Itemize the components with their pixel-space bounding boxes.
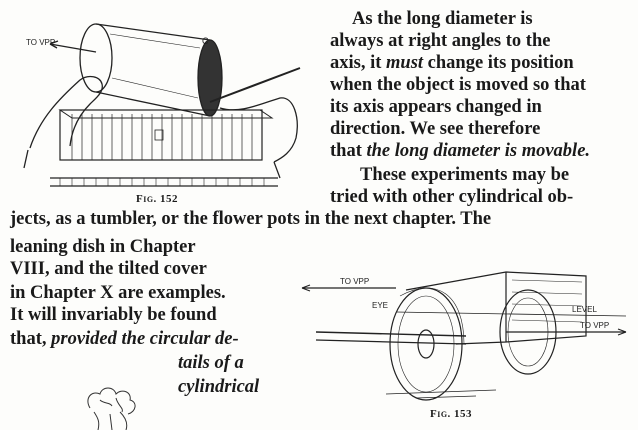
figure-152-caption: Fig. 152 — [136, 193, 179, 205]
text-line: tails of a — [178, 353, 244, 373]
text-line: tried with other cylindrical ob- — [330, 187, 574, 207]
text-line: when the object is moved so that — [330, 75, 586, 95]
text-line-full: jects, as a tumbler, or the flower pots … — [10, 209, 492, 229]
label-to-vpp-top: TO VPP — [340, 277, 369, 286]
text-line: leaning dish in Chapter — [10, 237, 196, 257]
text-line: These experiments may be — [360, 165, 570, 185]
text-line: cylindrical — [178, 377, 260, 397]
text-line: in Chapter X are examples. — [10, 283, 226, 303]
flower-sketch-illustration — [87, 387, 136, 430]
text-line: that the long diameter is movable. — [330, 141, 591, 161]
text-line: always at right angles to the — [330, 31, 551, 51]
text-line: its axis appears changed in — [330, 97, 542, 117]
label-level: LEVEL — [572, 305, 597, 314]
figure-153-illustration: TO VPP EYE LEVEL TO VPP — [301, 271, 627, 401]
text-line: axis, it must change its position — [330, 53, 574, 73]
label-eye: EYE — [372, 301, 388, 310]
label-to-vpp: TO VPP — [26, 38, 55, 47]
text-line: As the long diameter is — [352, 9, 533, 29]
text-line: VIII, and the tilted cover — [10, 259, 207, 279]
text-line: It will invariably be found — [10, 305, 217, 325]
figure-153-caption: Fig. 153 — [430, 408, 473, 420]
label-to-vpp-bottom: TO VPP — [580, 321, 609, 330]
label-c: C — [202, 36, 209, 46]
text-line: direction. We see therefore — [330, 119, 541, 139]
figure-152-illustration: TO VPP C — [23, 23, 301, 187]
text-line: that, provided the circular de- — [10, 329, 239, 349]
